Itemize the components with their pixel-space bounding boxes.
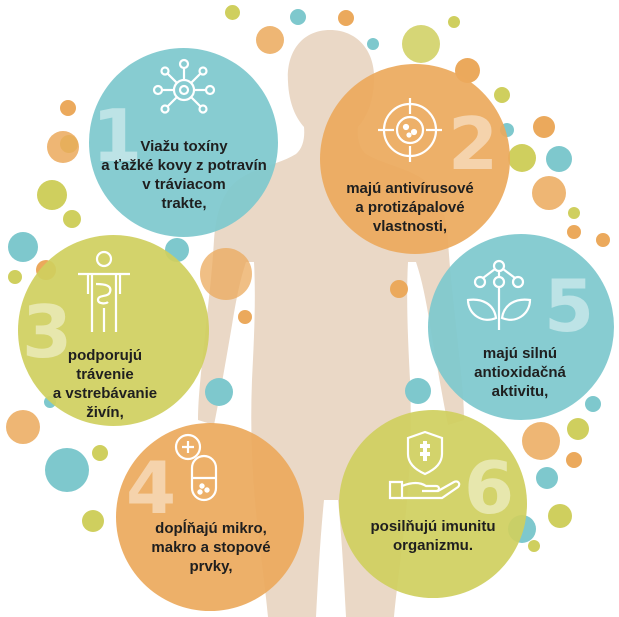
decor-dot xyxy=(568,207,580,219)
decor-dot xyxy=(546,146,572,172)
decor-dot xyxy=(47,131,79,163)
decor-dot xyxy=(6,410,40,444)
benefit-number-4: 4 xyxy=(126,446,177,530)
decor-dot xyxy=(548,504,572,528)
benefit-number-1: 1 xyxy=(92,94,143,178)
benefit-number-5: 5 xyxy=(544,264,595,348)
decor-dot xyxy=(82,510,104,532)
benefit-text-3: podporujú trávenie a vstrebávanie živín, xyxy=(52,347,158,421)
decor-dot xyxy=(367,38,379,50)
benefit-circle-6 xyxy=(339,410,527,598)
virus-target-icon xyxy=(378,98,442,162)
decor-dot xyxy=(405,378,431,404)
decor-dot xyxy=(508,144,536,172)
benefit-text-2: majú antivírusové a protizápalové vlastn… xyxy=(346,180,474,235)
decor-dot xyxy=(256,26,284,54)
decor-dot xyxy=(238,310,252,324)
decor-dot xyxy=(290,9,306,25)
benefit-circle-3 xyxy=(18,235,209,426)
decor-dot xyxy=(338,10,354,26)
decor-dot xyxy=(522,422,560,460)
hand-shield-icon xyxy=(388,430,461,500)
decor-dot xyxy=(45,448,89,492)
decor-dot xyxy=(596,233,610,247)
decor-dot xyxy=(567,225,581,239)
decor-dot xyxy=(225,5,240,20)
decor-dot xyxy=(533,116,555,138)
benefit-text-1: Viažu toxíny a ťažké kovy z potravín v t… xyxy=(101,138,267,212)
decor-dot xyxy=(60,100,76,116)
decor-dot xyxy=(390,280,408,298)
benefit-circle-5 xyxy=(428,234,614,420)
decor-dot xyxy=(536,467,558,489)
decor-dot xyxy=(528,540,540,552)
leaf-molecule-icon xyxy=(466,259,532,330)
decor-dot xyxy=(8,232,38,262)
decor-dot xyxy=(37,180,67,210)
decor-dot xyxy=(566,452,582,468)
decor-dot xyxy=(532,176,566,210)
benefit-number-6: 6 xyxy=(464,446,515,530)
decor-dot xyxy=(63,210,81,228)
pill-capsule-icon xyxy=(174,433,218,502)
decor-dot xyxy=(200,248,252,300)
decor-dot xyxy=(567,418,589,440)
benefit-text-4: dopĺňajú mikro, makro a stopové prvky, xyxy=(151,520,271,575)
decor-dot xyxy=(8,270,22,284)
benefit-number-2: 2 xyxy=(448,102,499,186)
decor-dot xyxy=(494,87,510,103)
benefit-circle-2 xyxy=(320,64,510,254)
benefit-text-5: majú silnú antioxidačná aktivitu, xyxy=(474,345,566,400)
decor-dot xyxy=(205,378,233,406)
decor-dot xyxy=(448,16,460,28)
benefit-text-6: posilňujú imunitu organizmu. xyxy=(370,518,496,554)
benefit-number-3: 3 xyxy=(22,290,73,374)
digestive-body-icon xyxy=(78,250,130,332)
molecule-network-icon xyxy=(152,58,216,114)
decor-dot xyxy=(585,396,601,412)
benefit-circle-4 xyxy=(116,423,304,611)
decor-dot xyxy=(402,25,440,63)
decor-dot xyxy=(92,445,108,461)
